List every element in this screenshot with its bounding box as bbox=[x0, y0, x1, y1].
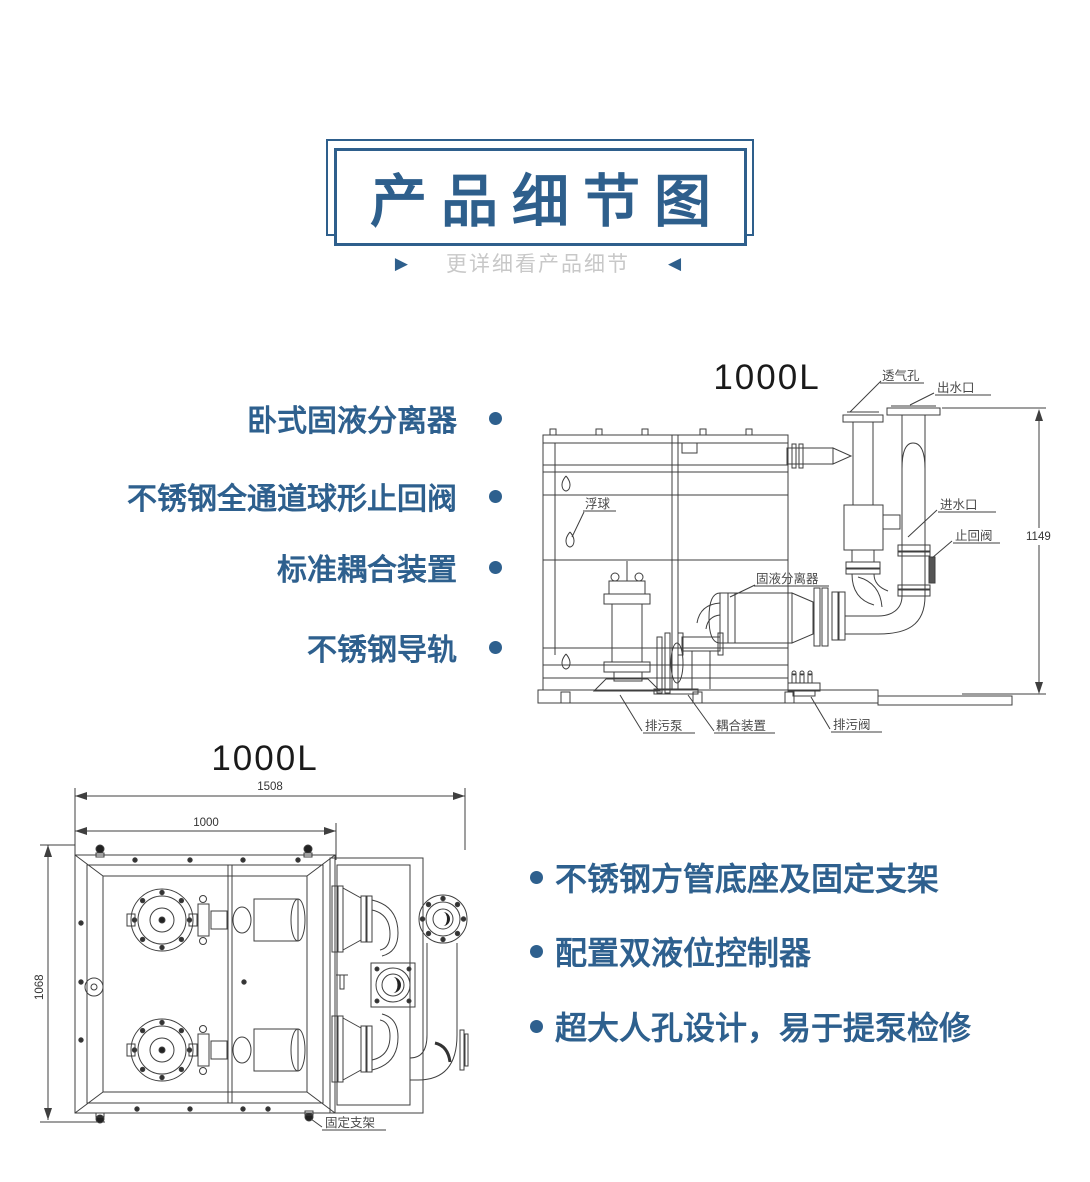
feature-label: 卧式固液分离器 bbox=[247, 405, 457, 438]
left-triangle-icon: ◀ bbox=[668, 253, 682, 273]
feature-item-coupling: 标准耦合装置 bbox=[0, 549, 502, 587]
sewage-pump bbox=[592, 561, 662, 692]
float-balls bbox=[554, 443, 616, 670]
capacity-label: 1000L bbox=[713, 358, 820, 397]
height-dimension-text: 1149 bbox=[1026, 531, 1051, 543]
inlet-label: 进水口 bbox=[940, 498, 978, 512]
central-valve bbox=[336, 962, 416, 1008]
coupling-bottom bbox=[197, 1025, 306, 1075]
label-leaders bbox=[619, 694, 882, 734]
bracket-leader bbox=[310, 1118, 386, 1131]
outlet-label: 出水口 bbox=[937, 381, 975, 395]
bullet-dot-icon bbox=[530, 944, 543, 958]
dimension-1508 bbox=[74, 788, 466, 855]
base-frame bbox=[537, 689, 1013, 706]
bullet-dot-icon bbox=[489, 640, 502, 654]
subtitle-text: 更详细看产品细节 bbox=[446, 253, 630, 276]
coupling-label: 耦合装置 bbox=[716, 718, 766, 733]
sewage-pump-label: 排污泵 bbox=[645, 719, 683, 733]
feature-item-level-controller: 配置双液位控制器 bbox=[530, 931, 811, 971]
tank-outlet-stub bbox=[786, 443, 853, 469]
bullet-dot-icon bbox=[530, 870, 543, 884]
feature-label: 超大人孔设计，易于提泵检修 bbox=[555, 1010, 972, 1046]
guide-rail bbox=[671, 435, 698, 690]
dimension-1000 bbox=[75, 823, 337, 860]
bullet-dot-icon bbox=[489, 489, 502, 503]
bullet-dot-icon bbox=[489, 560, 502, 574]
bracket-bolts bbox=[95, 844, 314, 1124]
outlet-pipe bbox=[886, 392, 996, 596]
top-view-diagram: 1000L bbox=[34, 739, 469, 1131]
sewage-valve-label: 排污阀 bbox=[833, 718, 871, 732]
dimension-1068 bbox=[40, 844, 105, 1123]
capacity-label: 1000L bbox=[211, 739, 318, 778]
coupling-device bbox=[653, 632, 724, 695]
separator-label: 固液分离器 bbox=[756, 571, 819, 586]
bracket-label: 固定支架 bbox=[325, 1115, 375, 1130]
solid-liquid-separator bbox=[696, 584, 829, 647]
feature-label: 不锈钢导轨 bbox=[307, 634, 457, 667]
check-valve-label: 止回阀 bbox=[955, 529, 993, 543]
outlet-pipe-run bbox=[409, 943, 469, 1081]
pump-flange-bottom bbox=[126, 1018, 198, 1082]
diffuser-cones bbox=[331, 885, 399, 1083]
vent-label: 透气孔 bbox=[882, 368, 920, 383]
side-view-diagram: 1000L bbox=[537, 358, 1051, 734]
feature-item-check-valve: 不锈钢全通道球形止回阀 bbox=[0, 478, 502, 516]
feature-item-guide-rail: 不锈钢导轨 bbox=[0, 629, 502, 667]
subtitle-row: ▶ 更详细看产品细节 ◀ bbox=[326, 250, 750, 276]
float-ball-label: 浮球 bbox=[585, 497, 611, 511]
feature-item-manhole: 超大人孔设计，易于提泵检修 bbox=[530, 1006, 971, 1046]
dimension-1149 bbox=[942, 407, 1046, 695]
check-valve bbox=[897, 540, 1000, 597]
tank-frame bbox=[74, 854, 336, 1114]
page-title: 产品细节图 bbox=[370, 170, 725, 234]
pump-flange-top bbox=[126, 888, 198, 952]
right-triangle-icon: ▶ bbox=[394, 253, 408, 273]
sewage-valve bbox=[787, 670, 821, 697]
bullet-dot-icon bbox=[530, 1019, 543, 1033]
tank-width-dimension-text: 1000 bbox=[193, 817, 219, 829]
vent-pipe bbox=[842, 380, 924, 608]
bullet-dot-icon bbox=[489, 411, 502, 425]
depth-dimension-text: 1068 bbox=[34, 974, 46, 1000]
feature-item-base-bracket: 不锈钢方管底座及固定支架 bbox=[530, 857, 939, 897]
feature-label: 配置双液位控制器 bbox=[555, 935, 812, 971]
feature-item-separator: 卧式固液分离器 bbox=[0, 400, 502, 438]
feature-label: 不锈钢全通道球形止回阀 bbox=[127, 483, 457, 516]
title-box: 产品细节图 bbox=[334, 148, 747, 246]
discharge-elbow bbox=[831, 591, 926, 641]
feature-label: 标准耦合装置 bbox=[277, 554, 457, 587]
overall-width-dimension-text: 1508 bbox=[257, 781, 283, 793]
coupling-top bbox=[197, 895, 306, 945]
feature-label: 不锈钢方管底座及固定支架 bbox=[555, 861, 940, 897]
inlet-flange-circle bbox=[418, 894, 468, 944]
